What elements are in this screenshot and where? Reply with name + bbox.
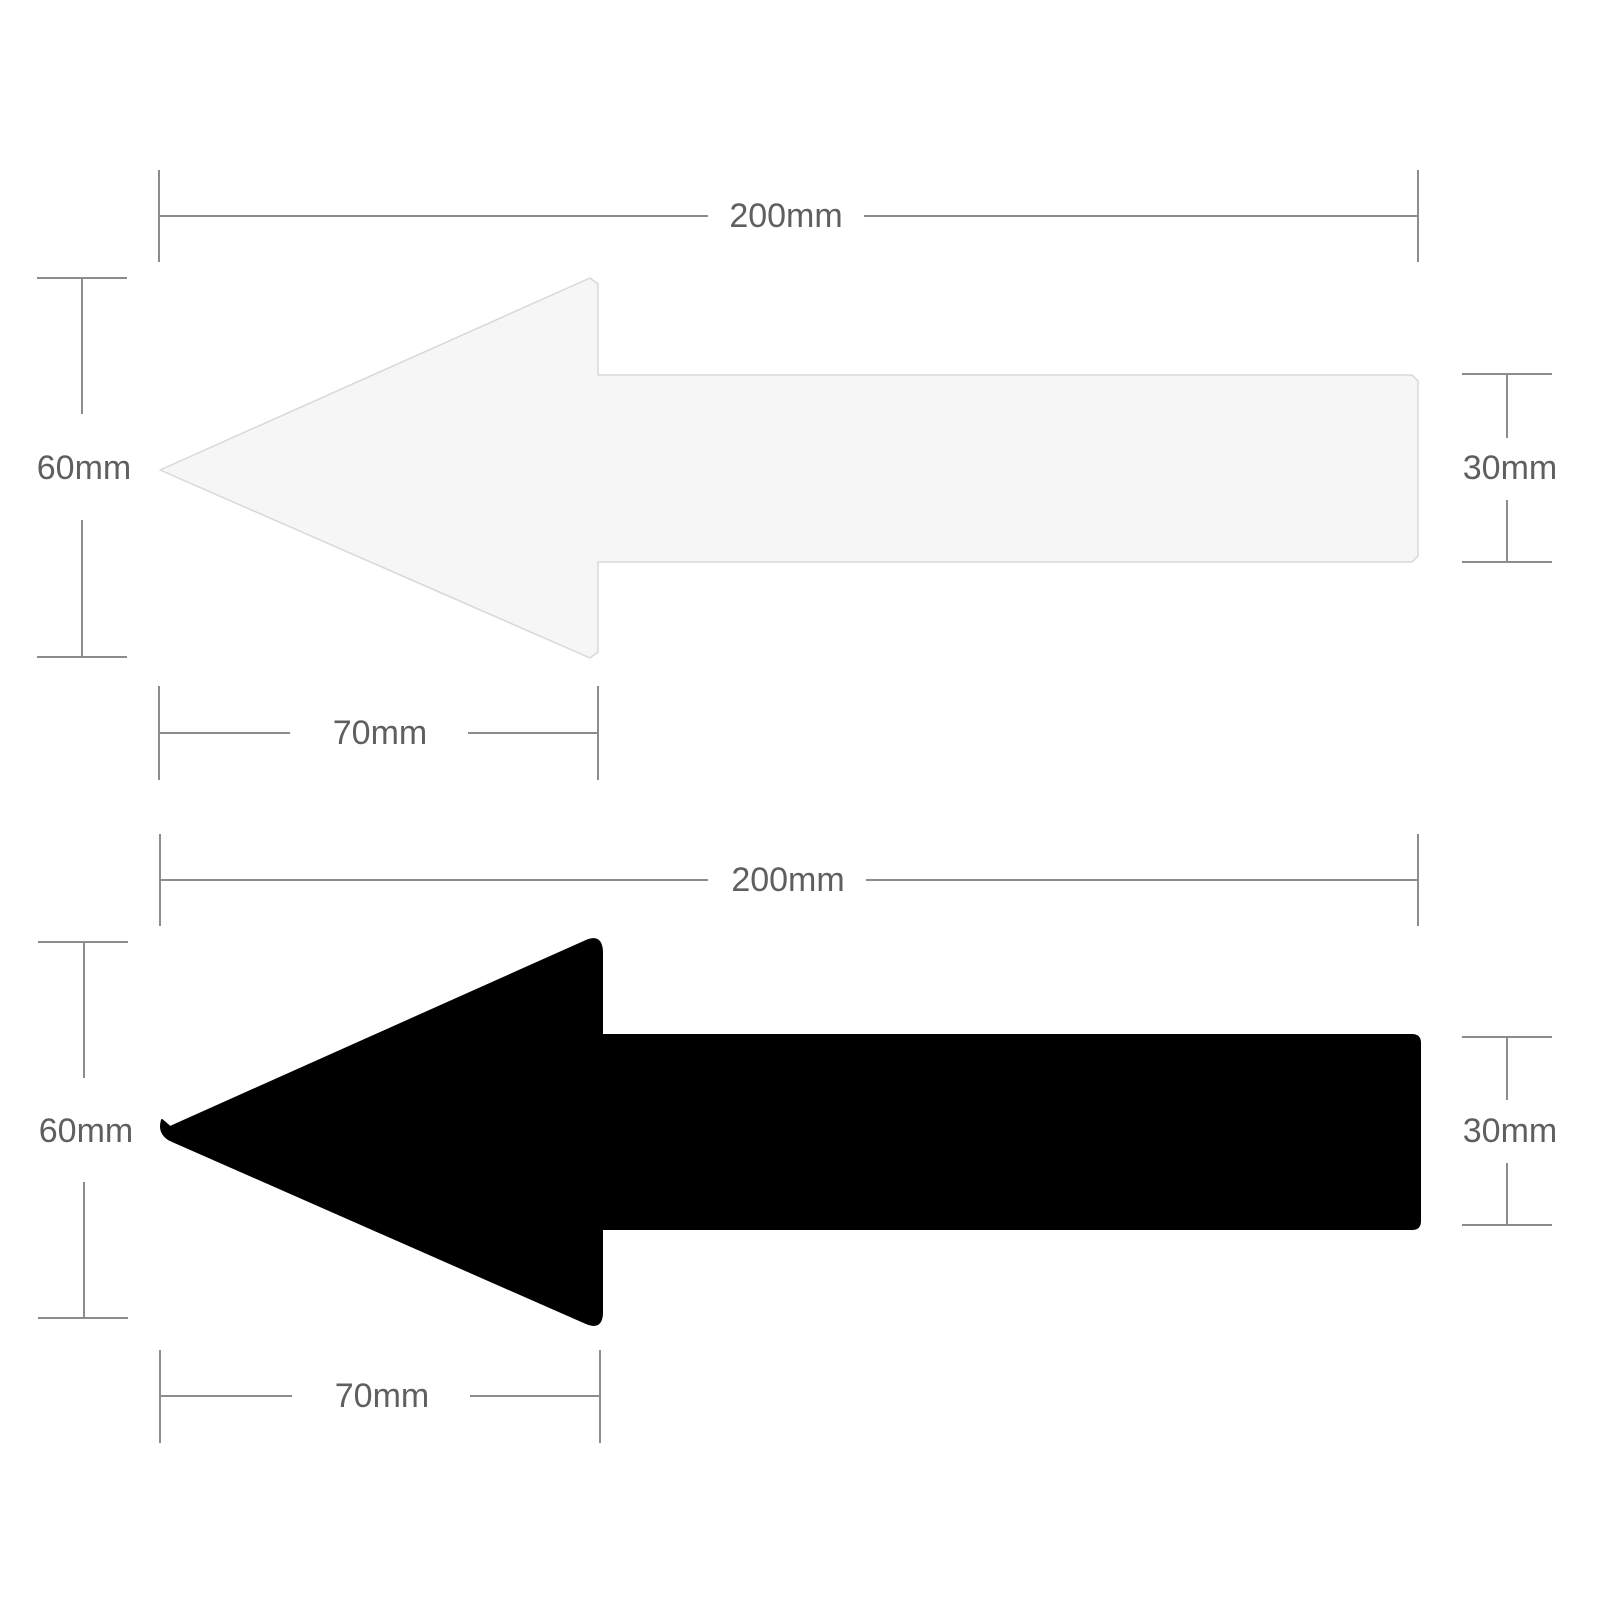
white-shaft-height-label: 30mm [1463, 449, 1557, 487]
black-shaft-height-label: 30mm [1463, 1112, 1557, 1150]
white-shaft-height-dimension: 30mm [1462, 373, 1557, 563]
white-arrow-group: 200mm 60mm 30mm 70mm [37, 170, 1557, 780]
black-head-length-dimension: 70mm [159, 1350, 601, 1443]
white-total-length-label: 200mm [729, 197, 842, 235]
white-total-length-dimension: 200mm [158, 170, 1419, 262]
black-head-height-label: 60mm [39, 1112, 133, 1150]
black-arrow-group: 200mm 60mm 30mm 70mm [38, 834, 1557, 1443]
white-head-height-label: 60mm [37, 449, 131, 487]
white-head-length-label: 70mm [333, 714, 427, 752]
white-head-length-dimension: 70mm [158, 686, 599, 780]
black-head-length-label: 70mm [335, 1377, 429, 1415]
black-total-length-label: 200mm [731, 861, 844, 899]
black-head-height-dimension: 60mm [38, 941, 133, 1319]
black-total-length-dimension: 200mm [159, 834, 1419, 926]
black-shaft-height-dimension: 30mm [1462, 1036, 1557, 1226]
black-arrow-shape [160, 938, 1421, 1326]
white-head-height-dimension: 60mm [37, 277, 131, 658]
white-arrow-shape [159, 277, 1419, 659]
